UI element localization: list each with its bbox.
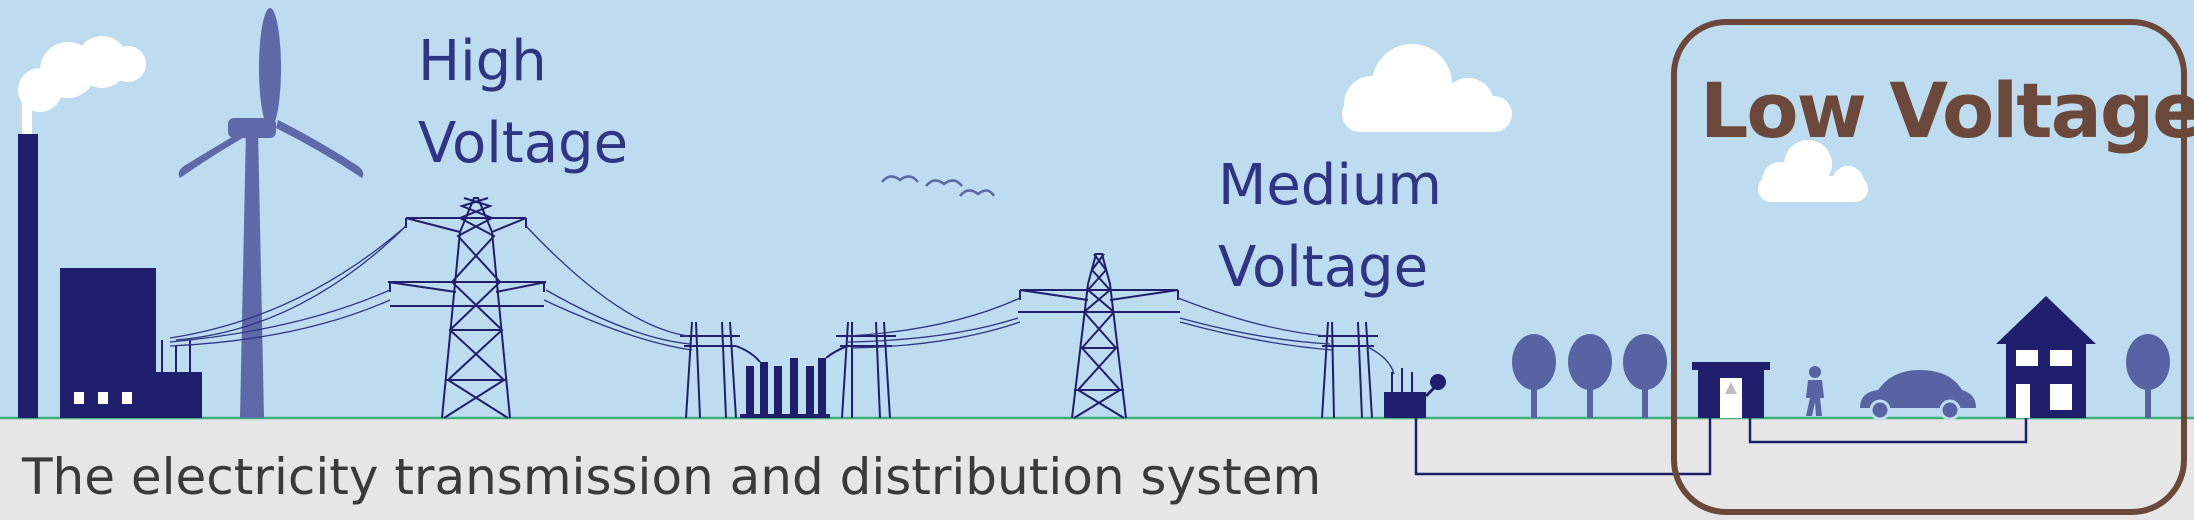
- medium-voltage-label-line2: Voltage: [1218, 235, 1429, 300]
- car-icon: [1860, 370, 1976, 421]
- sky: [0, 0, 2194, 418]
- low-voltage-highlight-frame: [1671, 19, 2187, 515]
- mv-gantry-1-icon: [836, 321, 896, 419]
- tree-1-icon: [1512, 334, 1556, 418]
- substation-icon: [735, 345, 849, 418]
- tree-3-icon: [1623, 334, 1667, 418]
- tree-2-icon: [1568, 334, 1612, 418]
- birds-icon: [881, 175, 996, 197]
- low-voltage-label: Low Voltage: [1700, 66, 2194, 155]
- house-icon: [1996, 296, 2096, 418]
- high-voltage-label-line1: High: [418, 29, 547, 94]
- hv-pylon-1-icon: [387, 197, 547, 419]
- power-plant-icon: [18, 36, 202, 418]
- hv-gantry-icon: [680, 321, 740, 419]
- ground: [0, 418, 2194, 520]
- person-icon: [1806, 366, 1824, 416]
- tree-4-icon: [2126, 334, 2170, 418]
- high-voltage-label-line2: Voltage: [418, 111, 629, 176]
- cloud-1-icon: [1342, 44, 1512, 132]
- wind-turbine-icon: [178, 8, 364, 418]
- mv-pylon-icon: [1018, 253, 1180, 419]
- distribution-transformer-icon: [1384, 368, 1446, 418]
- transmission-lines: [169, 225, 1395, 375]
- diagram-caption: The electricity transmission and distrib…: [22, 448, 1322, 506]
- lv-substation-icon: [1692, 362, 1770, 418]
- underground-cables: [1414, 418, 2028, 476]
- mv-gantry-2-icon: [1318, 321, 1378, 419]
- medium-voltage-label-line1: Medium: [1218, 153, 1442, 218]
- cloud-2-icon: [1758, 140, 1868, 202]
